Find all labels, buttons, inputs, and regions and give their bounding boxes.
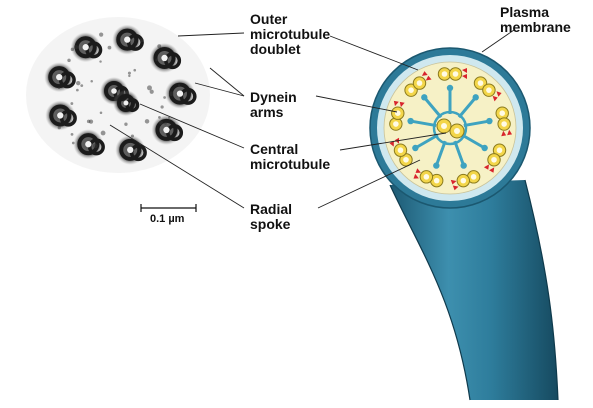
- cilium-shaft: [390, 180, 558, 400]
- micrograph-doublet: [115, 135, 145, 165]
- micrograph-doublet: [112, 25, 142, 55]
- label-plasma-membrane: Plasma membrane: [500, 5, 571, 35]
- micrograph-doublet: [45, 100, 75, 130]
- spoke-head: [407, 118, 413, 124]
- label-central-microtubule: Central microtubule: [250, 142, 330, 172]
- scale-bar-label: 0.1 µm: [150, 213, 184, 225]
- electron-micrograph: [26, 17, 210, 173]
- spoke-head: [486, 118, 492, 124]
- spoke-head: [412, 145, 418, 151]
- label-outer-microtubule-doublet: Outer microtubule doublet: [250, 12, 330, 57]
- scale-bar: [141, 204, 196, 212]
- micrograph-doublet: [150, 43, 180, 73]
- spoke-head: [460, 162, 466, 168]
- micrograph-central-pair: [113, 90, 139, 116]
- spoke-head: [447, 85, 453, 91]
- label-radial-spoke: Radial spoke: [250, 202, 292, 232]
- spoke-head: [421, 94, 427, 100]
- label-dynein-arms: Dynein arms: [250, 90, 297, 120]
- spoke-head: [473, 94, 479, 100]
- spoke-head: [433, 162, 439, 168]
- spoke-head: [481, 145, 487, 151]
- axoneme-cross-section: [370, 48, 530, 208]
- micrograph-doublet: [73, 129, 103, 159]
